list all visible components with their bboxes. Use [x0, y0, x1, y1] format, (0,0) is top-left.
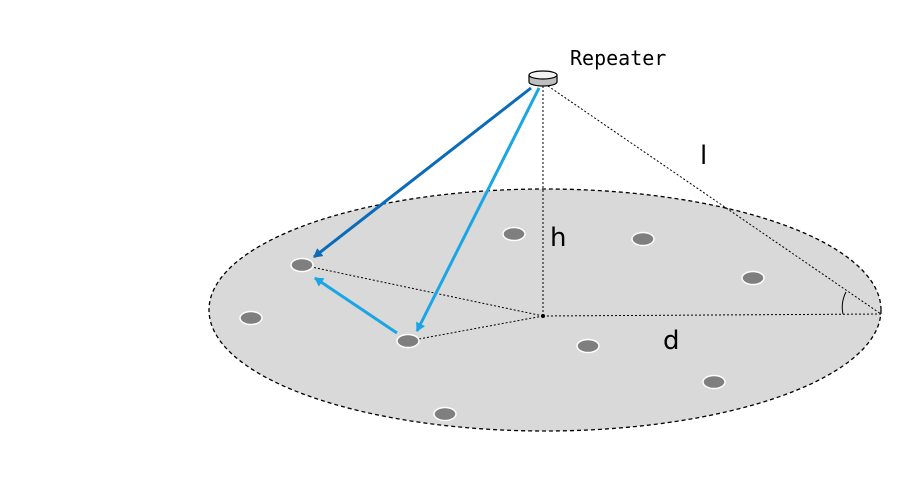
elevation-angle-arc: [841, 291, 847, 315]
node-b-to-node-a-link: [314, 276, 398, 335]
coverage-area: [208, 188, 882, 432]
ground-nodes: [239, 226, 765, 422]
repeater-to-node-b-link: [415, 87, 541, 332]
repeater-label: Repeater: [570, 46, 666, 70]
center-point: [541, 314, 545, 318]
slant-distance-label: l: [700, 141, 707, 171]
repeater-to-node-a-link: [313, 86, 532, 259]
repeater-disc-icon: [528, 70, 558, 87]
center-to-node-b-line: [407, 315, 544, 342]
guide-lines: [301, 85, 882, 342]
ground-node-icon: [631, 231, 655, 247]
height-label: h: [550, 223, 566, 253]
ground-node-icon: [741, 270, 765, 286]
ground-node-icon: [290, 257, 314, 273]
ground-node-icon: [702, 374, 726, 390]
center-to-node-a-line: [301, 264, 544, 317]
ground-node-icon: [239, 310, 263, 326]
horizontal-distance-label: d: [663, 326, 680, 356]
slant-line: [547, 85, 882, 315]
ground-node-icon: [502, 226, 526, 242]
ground-node-icon: [433, 406, 457, 422]
ground-node-icon: [576, 338, 600, 354]
radius-line: [542, 313, 882, 317]
links: [313, 86, 541, 335]
ground-node-icon: [396, 333, 420, 349]
